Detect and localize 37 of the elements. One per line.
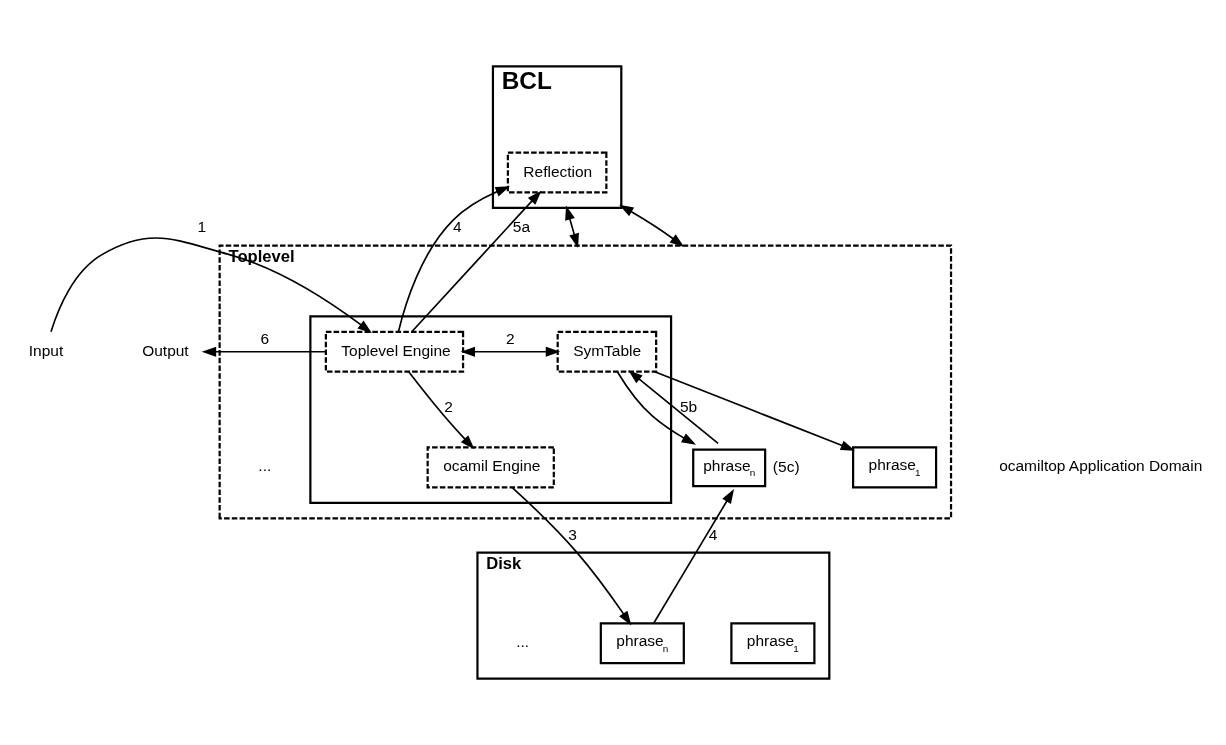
node-text: Output xyxy=(142,341,189,359)
arrow xyxy=(628,370,719,445)
arrow xyxy=(511,486,632,626)
edge-label: 5b xyxy=(679,397,698,415)
node-box: phrase$_{n}$ xyxy=(599,622,685,665)
node-label: ocamiltop Application Domain xyxy=(999,457,1203,475)
arrow xyxy=(50,237,372,334)
edge-label: 4 xyxy=(453,218,462,236)
arrow xyxy=(408,371,475,450)
arrow xyxy=(616,370,696,445)
label: ... xyxy=(516,633,530,651)
edge-label: 5a xyxy=(512,218,531,236)
node-box: phrase$_{1}$ xyxy=(852,446,938,489)
edge-label: 6 xyxy=(260,330,270,348)
edge-label: 2 xyxy=(506,330,515,348)
arrow xyxy=(411,190,542,333)
node-box: phrase$_{n}$ xyxy=(692,448,767,488)
node-label: (5c) xyxy=(772,458,800,476)
node-box: Toplevel Engine xyxy=(324,330,465,373)
arrow xyxy=(652,489,734,625)
arrow xyxy=(653,370,856,451)
edge-label: 3 xyxy=(568,525,577,543)
node-box: SymTable xyxy=(556,330,658,373)
node-box: Reflection xyxy=(506,151,608,194)
arrow xyxy=(397,186,510,333)
edge-label: 1 xyxy=(197,218,207,236)
edge-label: 2 xyxy=(444,397,453,415)
arrow xyxy=(619,204,685,248)
arrow xyxy=(201,346,327,357)
arrow xyxy=(460,346,561,357)
edge-label: 4 xyxy=(708,525,718,543)
cluster xyxy=(309,315,673,504)
label: ... xyxy=(258,457,272,475)
arrow xyxy=(565,205,579,248)
node-box: ocamil Engine xyxy=(426,446,555,489)
node-box: phrase$_{1}$ xyxy=(730,622,816,665)
node-text: Input xyxy=(28,341,64,359)
